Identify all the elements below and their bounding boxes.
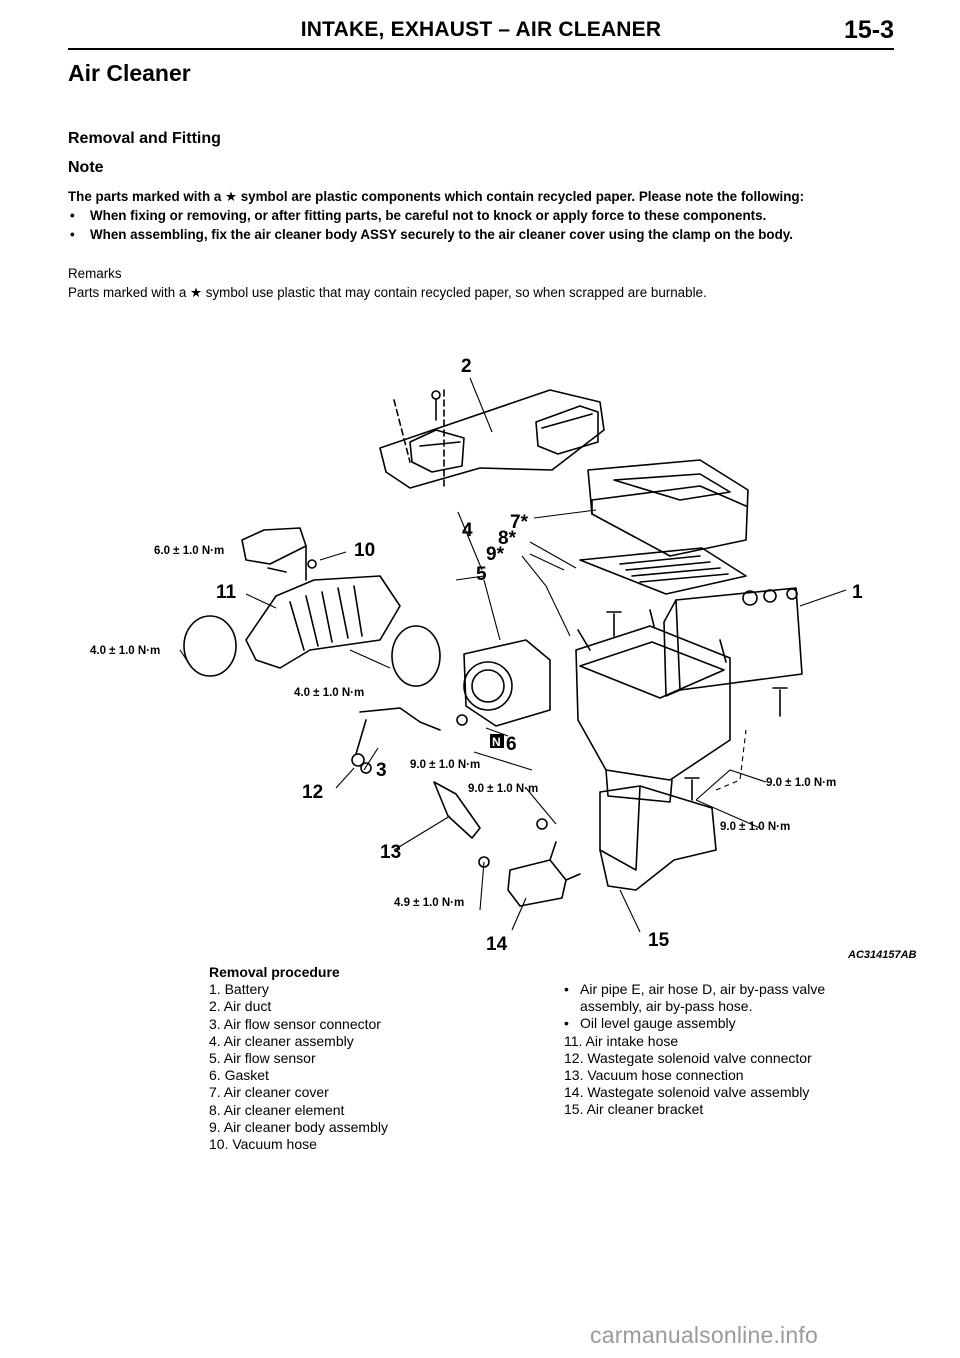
note-block: The parts marked with a ★ symbol are pla… [68, 187, 908, 244]
procedure-item: 7. Air cleaner cover [209, 1084, 329, 1101]
vacuum-hose-drawing [351, 707, 481, 839]
callout-15: 15 [648, 930, 670, 951]
procedure-item: 8. Air cleaner element [209, 1101, 345, 1118]
callout-7: 7* [510, 512, 529, 533]
footer-watermark: carmanualsonline.info [590, 1322, 818, 1348]
wastegate-valve-drawing [507, 841, 581, 907]
callout-6: 6 [506, 734, 517, 755]
procedure-title: Removal procedure [209, 964, 340, 980]
procedure-item: 12. Wastegate solenoid valve connector [564, 1049, 812, 1066]
page-number: 15-3 [843, 16, 894, 44]
callout-8: 8* [498, 528, 517, 549]
note-bullet: When fixing or removing, or after fittin… [68, 206, 908, 225]
callout-11: 11 [216, 582, 237, 603]
remarks-label: Remarks [68, 266, 122, 281]
n-marker-label: N [492, 735, 501, 749]
procedure-item: 2. Air duct [209, 998, 272, 1015]
section-heading: Removal and Fitting [68, 130, 221, 147]
torque-label: 4.9 ± 1.0 N·m [394, 897, 464, 909]
remarks-text: Parts marked with a ★ symbol use plastic… [68, 285, 707, 300]
torque-label: 6.0 ± 1.0 N·m [154, 545, 224, 557]
procedure-bullet: Air pipe E, air hose D, air by-pass valv… [564, 981, 825, 1015]
exploded-diagram: 2 1 3 4 5 6 7* 8* 9* 10 11 12 13 14 15 N… [80, 350, 930, 962]
callout-3: 3 [376, 760, 387, 781]
procedure-item: 10. Vacuum hose [209, 1136, 317, 1153]
figure-code: AC314157AB [847, 949, 917, 961]
torque-label: 4.0 ± 1.0 N·m [294, 687, 364, 699]
air-flow-sensor-drawing [463, 639, 551, 727]
remarks-block: Remarks Parts marked with a ★ symbol use… [68, 264, 908, 302]
air-cleaner-bracket-drawing [599, 785, 717, 891]
callout-5: 5 [476, 564, 487, 585]
air-cleaner-cover-drawing [587, 459, 749, 557]
callout-13: 13 [380, 842, 401, 863]
air-cleaner-element-drawing [579, 547, 747, 595]
callout-14: 14 [486, 934, 508, 955]
procedure-item: 11. Air intake hose [564, 1032, 679, 1049]
section-title: INTAKE, EXHAUST – AIR CLEANER [300, 18, 662, 41]
procedure-item: 14. Wastegate solenoid valve assembly [564, 1084, 810, 1101]
torque-label: 9.0 ± 1.0 N·m [468, 783, 538, 795]
leader-lines [179, 377, 847, 933]
callout-10: 10 [354, 540, 375, 561]
procedure-list-right: Air pipe E, air hose D, air by-pass valv… [564, 981, 825, 1119]
procedure-item: 15. Air cleaner bracket [564, 1101, 704, 1118]
procedure-list-left: Removal procedure 1. Battery 2. Air duct… [209, 964, 388, 1153]
note-bullet: When assembling, fix the air cleaner bod… [68, 225, 908, 244]
note-label: Note [68, 159, 104, 176]
callout-9: 9* [486, 544, 505, 565]
torque-label: 9.0 ± 1.0 N·m [720, 821, 790, 833]
procedure-item: 13. Vacuum hose connection [564, 1067, 744, 1084]
air-duct-drawing [379, 389, 605, 489]
page-title: Air Cleaner [68, 60, 191, 86]
procedure-item: 9. Air cleaner body assembly [209, 1118, 388, 1135]
procedure-item: 4. Air cleaner assembly [209, 1032, 354, 1049]
callout-1: 1 [852, 582, 863, 603]
procedure-bullet: Oil level gauge assembly [564, 1015, 825, 1032]
bolt-drawings [307, 559, 788, 868]
torque-label: 9.0 ± 1.0 N·m [766, 777, 836, 789]
header-rule [68, 48, 894, 50]
torque-label: 9.0 ± 1.0 N·m [410, 759, 480, 771]
procedure-item: 5. Air flow sensor [209, 1050, 316, 1067]
procedure-item: 3. Air flow sensor connector [209, 1015, 381, 1032]
air-cleaner-body-drawing [575, 609, 731, 803]
procedure-item: 6. Gasket [209, 1067, 269, 1084]
callout-4: 4 [462, 520, 473, 541]
procedure-item: 1. Battery [209, 981, 269, 998]
battery-drawing [663, 587, 803, 697]
exploded-diagram-svg: 2 1 3 4 5 6 7* 8* 9* 10 11 12 13 14 15 N… [90, 356, 917, 961]
torque-label: 4.0 ± 1.0 N·m [90, 645, 160, 657]
intake-hose-drawing [183, 527, 441, 687]
note-intro: The parts marked with a ★ symbol are pla… [68, 189, 805, 204]
page-header: INTAKE, EXHAUST – AIR CLEANER 15-3 [68, 14, 894, 50]
n-marker-box [490, 734, 504, 748]
callout-12: 12 [302, 782, 323, 803]
callout-2: 2 [461, 356, 472, 377]
